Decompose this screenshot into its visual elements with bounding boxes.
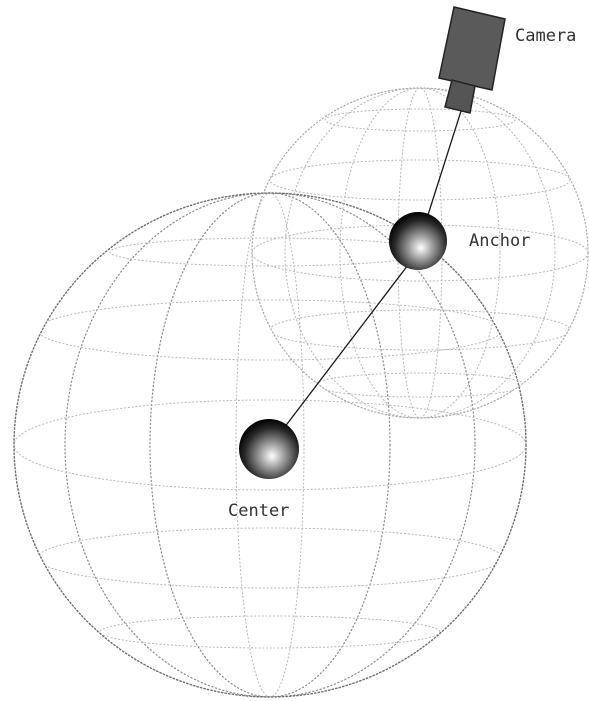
camera-icon bbox=[439, 7, 505, 113]
anchor-label: Anchor bbox=[469, 231, 530, 251]
center-anchor-link bbox=[268, 244, 424, 449]
camera-label: Camera bbox=[515, 26, 576, 46]
anchor-node bbox=[389, 212, 447, 270]
center-label: Center bbox=[228, 501, 289, 521]
center-node bbox=[239, 419, 299, 479]
